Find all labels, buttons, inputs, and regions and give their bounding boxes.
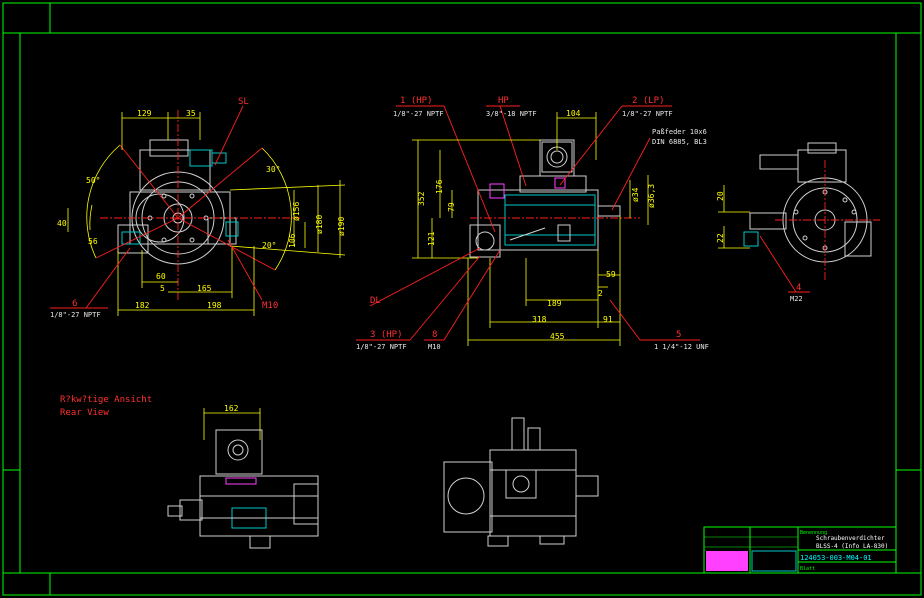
- dim-91: 91: [603, 315, 613, 324]
- dim-79: 79: [447, 202, 456, 212]
- label-m10: M10: [262, 301, 278, 311]
- label-hp: HP: [498, 96, 509, 106]
- dim-5: 5: [160, 284, 165, 293]
- rear-view-right-iso: [443, 417, 599, 547]
- dim-40: 40: [57, 219, 67, 228]
- dim-60: 60: [156, 272, 166, 281]
- dim-156: ø156: [292, 202, 301, 221]
- label-item-8: 8: [432, 330, 437, 340]
- dim-162: 162: [224, 404, 239, 413]
- left-view: 129 35 SL 50° 30° 40 56 20° ø156 ø180 ø1…: [50, 97, 346, 319]
- dim-165: 165: [197, 284, 212, 293]
- title-name-label: Benennung: [800, 530, 827, 536]
- label-hp-thread: 3/8"-18 NPTF: [486, 110, 537, 118]
- title-name-2: BLSS-4 (Info LA-830): [816, 543, 888, 550]
- dim-30deg: 30°: [266, 165, 280, 174]
- dim-189: 189: [547, 299, 562, 308]
- label-item-4: 4: [796, 283, 801, 293]
- dim-352: 352: [417, 191, 426, 206]
- drawing-number: 124053-003-M04-01: [800, 554, 872, 562]
- rear-view-title-de: R?kw?tige Ansicht: [60, 395, 152, 405]
- dim-176: 176: [435, 179, 444, 194]
- dim-318: 318: [532, 315, 547, 324]
- label-item-5-thread: 1 1/4"-12 UNF: [654, 343, 709, 351]
- dim-190: ø190: [337, 217, 346, 236]
- label-lp2-thread: 1/8"-27 NPTF: [622, 110, 673, 118]
- label-hp3: 3 (HP): [370, 330, 403, 340]
- dim-121: 121: [427, 231, 436, 246]
- title-block: Benennung Schraubenverdichter BLSS-4 (In…: [703, 526, 897, 574]
- right-view: 20 22 4 M22: [716, 142, 880, 303]
- dim-59: 59: [606, 270, 616, 279]
- dim-34: ø34: [631, 187, 640, 202]
- dim-2: 2: [598, 289, 603, 298]
- label-key-std: DIN 6885, BL3: [652, 138, 707, 146]
- label-hp3-thread: 1/8"-27 NPTF: [356, 343, 407, 351]
- label-item-4-sub: M22: [790, 295, 803, 303]
- dim-20deg: 20°: [262, 241, 276, 250]
- label-item-8-sub: M10: [428, 343, 441, 351]
- dim-35: 35: [186, 109, 196, 118]
- dim-36: ø36,3: [647, 184, 656, 208]
- label-hp1: 1 (HP): [400, 96, 433, 106]
- dim-56: 56: [88, 237, 98, 246]
- label-hp1-thread: 1/8"-27 NPTF: [393, 110, 444, 118]
- dim-right-22: 22: [716, 233, 725, 243]
- dim-182: 182: [135, 301, 150, 310]
- label-key: Paßfeder 10x6: [652, 128, 707, 136]
- dim-104: 104: [566, 109, 581, 118]
- label-item-5: 5: [676, 330, 681, 340]
- rear-view-title-en: Rear View: [60, 408, 109, 418]
- inner-frame: [19, 32, 897, 574]
- dim-180: ø180: [315, 215, 324, 234]
- sheet-label: Blatt: [800, 566, 815, 572]
- rear-view-left-iso: 162: [167, 404, 319, 549]
- dim-50deg: 50°: [86, 176, 100, 185]
- dim-198: 198: [207, 301, 222, 310]
- label-item-6: 6: [72, 299, 77, 309]
- label-dl: DL: [370, 296, 381, 306]
- label-item-6-thread: 1/8"-27 NPTF: [50, 311, 101, 319]
- dim-455: 455: [550, 332, 565, 341]
- title-name-1: Schraubenverdichter: [816, 535, 885, 542]
- dim-right-20: 20: [716, 191, 725, 201]
- dim-129: 129: [137, 109, 152, 118]
- dim-106: 106: [288, 233, 297, 248]
- center-view: 104 1 (HP) 1/8"-27 NPTF HP 3/8"-18 NPTF …: [356, 96, 709, 351]
- label-sl: SL: [238, 97, 249, 107]
- label-lp2: 2 (LP): [632, 96, 665, 106]
